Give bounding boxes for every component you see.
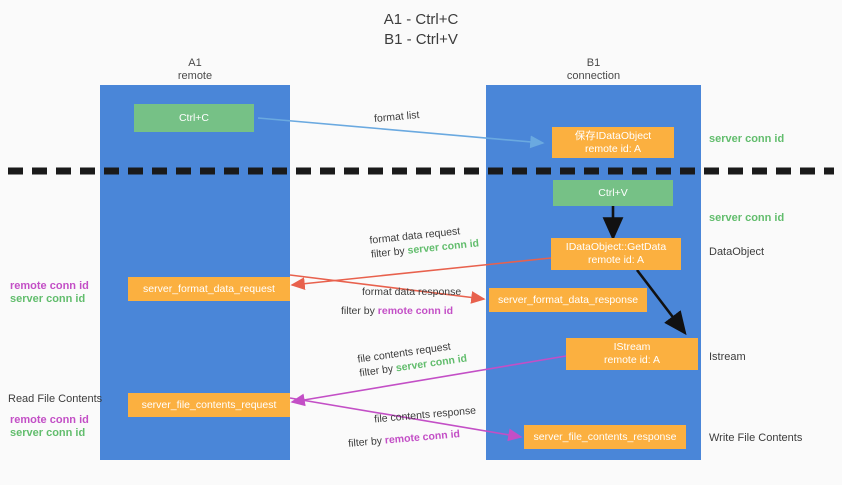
column-header-b1-sub: connection (566, 70, 621, 82)
filter-prefix: filter by (358, 362, 397, 380)
node-server-file-contents-response[interactable]: server_file_contents_response (524, 425, 686, 449)
node-server-file-contents-response-label: server_file_contents_response (533, 430, 677, 443)
node-server-file-contents-request-label: server_file_contents_request (141, 398, 277, 411)
column-header-b1-name: B1 (586, 57, 601, 69)
column-header-b1: B1 connection (486, 57, 701, 83)
node-ctrl-v-line1: Ctrl+V (598, 186, 628, 199)
label-read-file-contents: Read File Contents (8, 393, 103, 405)
node-istream-line1: IStream (613, 341, 651, 353)
label-remote-conn-id-2: remote conn id (10, 414, 89, 426)
column-header-a1-name: A1 (188, 57, 202, 69)
flow-label-format-list: format list (373, 108, 420, 126)
filter-prefix: filter by (341, 305, 378, 317)
filter-prefix: filter by (347, 434, 386, 450)
node-istream[interactable]: IStream remote id: A (566, 338, 698, 370)
node-server-format-data-request-label: server_format_data_request (143, 282, 275, 295)
flow-label-file-contents-response-filter: filter by remote conn id (348, 426, 479, 451)
label-write-file-contents: Write File Contents (709, 432, 803, 444)
filter-key-remote-conn-id: remote conn id (377, 305, 454, 317)
flow-label-format-list-text: format list (373, 109, 420, 125)
label-server-conn-id-1: server conn id (10, 293, 86, 305)
label-istream: Istream (709, 351, 746, 363)
column-header-a1-sub: remote (177, 70, 213, 82)
filter-key-remote-conn-id: remote conn id (384, 428, 461, 447)
label-server-conn-id-top: server conn id (709, 133, 785, 145)
node-ctrl-c[interactable]: Ctrl+C (134, 104, 254, 132)
node-ctrl-v[interactable]: Ctrl+V (553, 180, 673, 206)
node-server-format-data-response-label: server_format_data_response (497, 293, 639, 306)
node-getdata-line2: remote id: A (587, 254, 645, 266)
node-server-format-data-response[interactable]: server_format_data_response (489, 288, 647, 312)
label-server-conn-id-2: server conn id (10, 427, 86, 439)
flow-label-file-contents-response-text: file contents response (373, 404, 477, 426)
flow-label-file-contents-request: file contents request filter by server c… (357, 338, 468, 381)
node-istream-line2: remote id: A (603, 354, 661, 366)
flow-label-format-data-response: format data response filter by remote co… (341, 285, 462, 318)
flow-label-format-data-request: format data request filter by server con… (369, 222, 480, 261)
column-header-a1: A1 remote (100, 57, 290, 83)
flow-label-file-contents-response: file contents response filter by remote … (348, 404, 479, 450)
node-getdata-line1: IDataObject::GetData (565, 241, 667, 253)
label-dataobject: DataObject (709, 246, 765, 258)
node-getdata[interactable]: IDataObject::GetData remote id: A (551, 238, 681, 270)
flow-label-format-data-response-text: format data response (362, 286, 462, 298)
title-line-1: A1 - Ctrl+C (383, 11, 459, 28)
filter-prefix: filter by (370, 244, 409, 261)
node-save-idataobject[interactable]: 保存IDataObject remote id: A (552, 127, 674, 158)
node-ctrl-c-line1: Ctrl+C (178, 111, 210, 124)
node-save-idataobject-line2: remote id: A (584, 142, 642, 155)
title-line-2: B1 - Ctrl+V (384, 31, 458, 48)
label-remote-conn-id-1: remote conn id (10, 280, 89, 292)
node-server-file-contents-request[interactable]: server_file_contents_request (128, 393, 290, 417)
label-server-conn-id-mid: server conn id (709, 212, 785, 224)
node-save-idataobject-line1: 保存IDataObject (574, 129, 652, 142)
page-title: A1 - Ctrl+C B1 - Ctrl+V (0, 10, 842, 50)
flow-label-format-data-response-filter: filter by remote conn id (341, 304, 461, 318)
node-server-format-data-request[interactable]: server_format_data_request (128, 277, 290, 301)
